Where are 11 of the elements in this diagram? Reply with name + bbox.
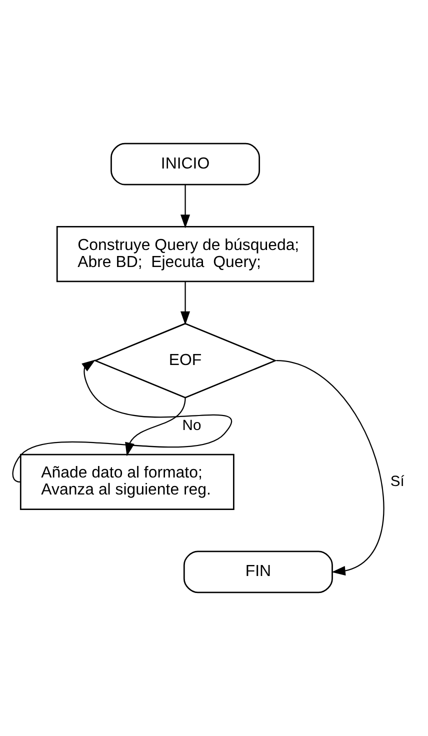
arrow: [180, 282, 190, 326]
arrow: [180, 184, 190, 228]
node-box: Construye Query de búsqueda; Abre BD; Ejecuta Query;: [56, 226, 314, 282]
arrow: [276, 360, 384, 576]
arrow: [12, 360, 232, 482]
edge-label: No: [182, 418, 202, 434]
node-box: FIN: [183, 550, 333, 594]
edge-label: Sí: [390, 474, 404, 490]
node-diamond: EOF: [93, 322, 278, 398]
node-box: Añade dato al formato; Avanza al siguiente reg.: [20, 454, 234, 510]
node-box: INICIO: [110, 142, 260, 186]
